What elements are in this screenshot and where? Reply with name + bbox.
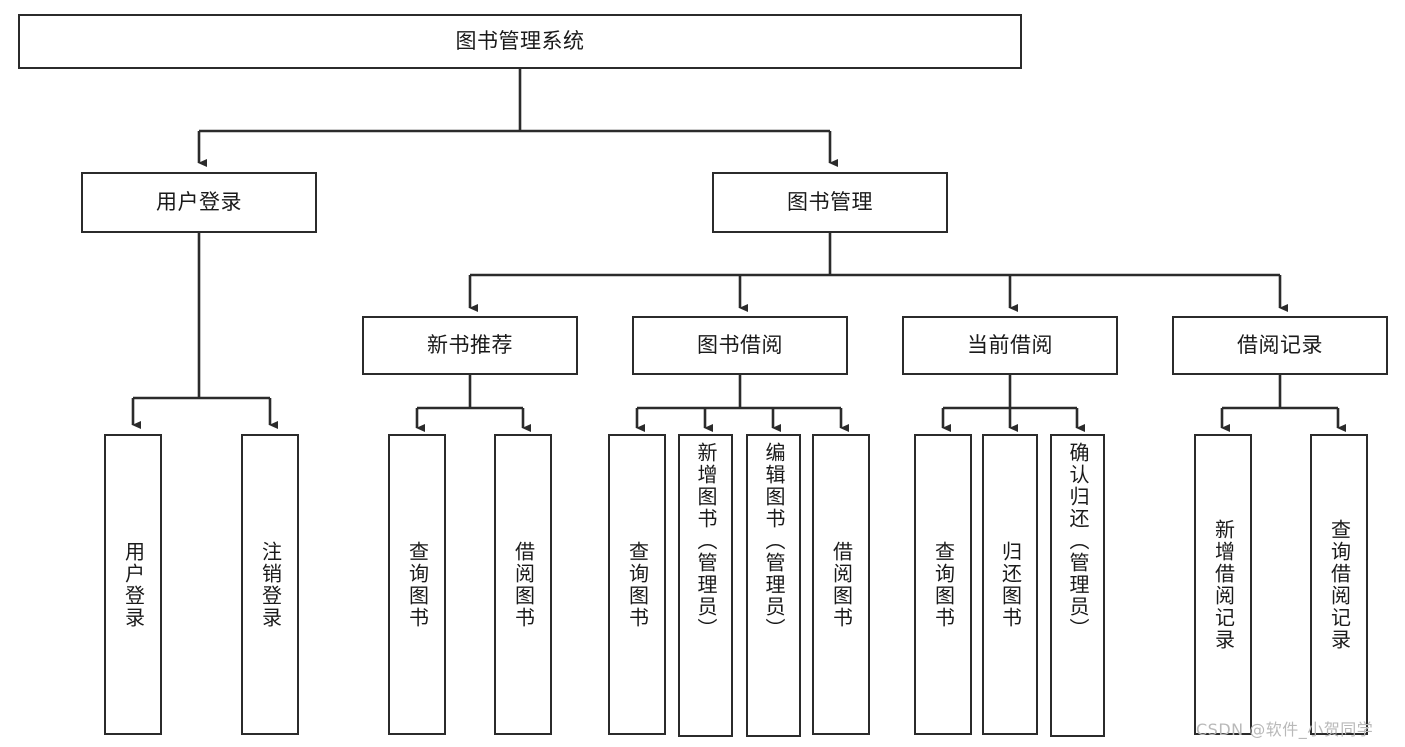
node-new-book-recommend[interactable]: 新书推荐 bbox=[362, 316, 578, 375]
node-book-borrow[interactable]: 图书借阅 bbox=[632, 316, 848, 375]
leaf-current-confirm-return-admin-label: 确认归还（管理员） bbox=[1066, 442, 1090, 640]
leaf-borrow-query-book[interactable]: 查询图书 bbox=[608, 434, 666, 735]
leaf-records-add-record-label: 新增借阅记录 bbox=[1211, 518, 1236, 651]
leaf-records-query-record[interactable]: 查询借阅记录 bbox=[1310, 434, 1368, 735]
leaf-records-add-record[interactable]: 新增借阅记录 bbox=[1194, 434, 1252, 735]
leaf-new-book-query-label: 查询图书 bbox=[405, 540, 430, 629]
leaf-records-query-record-label: 查询借阅记录 bbox=[1327, 518, 1352, 651]
watermark: CSDN @软件_小贺同学 bbox=[1196, 716, 1373, 740]
leaf-user-login-logout-label: 注销登录 bbox=[258, 540, 283, 629]
leaf-user-login-logout[interactable]: 注销登录 bbox=[241, 434, 299, 735]
leaf-borrow-edit-book-admin-label: 编辑图书（管理员） bbox=[762, 442, 786, 640]
node-current-borrow-label: 当前借阅 bbox=[967, 332, 1053, 357]
leaf-current-confirm-return-admin[interactable]: 确认归还（管理员） bbox=[1050, 434, 1105, 737]
node-borrow-records[interactable]: 借阅记录 bbox=[1172, 316, 1388, 375]
leaf-current-query-book[interactable]: 查询图书 bbox=[914, 434, 972, 735]
node-book-borrow-label: 图书借阅 bbox=[697, 332, 783, 357]
leaf-current-return-book[interactable]: 归还图书 bbox=[982, 434, 1038, 735]
leaf-borrow-edit-book-admin[interactable]: 编辑图书（管理员） bbox=[746, 434, 801, 737]
leaf-current-return-book-label: 归还图书 bbox=[998, 540, 1023, 629]
leaf-current-query-book-label: 查询图书 bbox=[931, 540, 956, 629]
leaf-new-book-query[interactable]: 查询图书 bbox=[388, 434, 446, 735]
leaf-user-login-login[interactable]: 用户登录 bbox=[104, 434, 162, 735]
node-book-management[interactable]: 图书管理 bbox=[712, 172, 948, 233]
node-user-login[interactable]: 用户登录 bbox=[81, 172, 317, 233]
leaf-borrow-add-book-admin[interactable]: 新增图书（管理员） bbox=[678, 434, 733, 737]
node-root[interactable]: 图书管理系统 bbox=[18, 14, 1022, 69]
leaf-user-login-login-label: 用户登录 bbox=[121, 540, 146, 629]
leaf-new-book-borrow-label: 借阅图书 bbox=[511, 540, 536, 629]
node-user-login-label: 用户登录 bbox=[156, 189, 242, 214]
leaf-borrow-query-book-label: 查询图书 bbox=[625, 540, 650, 629]
node-borrow-records-label: 借阅记录 bbox=[1237, 332, 1323, 357]
node-root-label: 图书管理系统 bbox=[455, 28, 585, 53]
leaf-borrow-add-book-admin-label: 新增图书（管理员） bbox=[694, 442, 718, 640]
node-current-borrow[interactable]: 当前借阅 bbox=[902, 316, 1118, 375]
watermark-text: CSDN @软件_小贺同学 bbox=[1196, 720, 1374, 739]
leaf-new-book-borrow[interactable]: 借阅图书 bbox=[494, 434, 552, 735]
node-new-book-recommend-label: 新书推荐 bbox=[427, 332, 513, 357]
leaf-borrow-borrow-book[interactable]: 借阅图书 bbox=[812, 434, 870, 735]
node-book-management-label: 图书管理 bbox=[787, 189, 873, 214]
leaf-borrow-borrow-book-label: 借阅图书 bbox=[829, 540, 854, 629]
